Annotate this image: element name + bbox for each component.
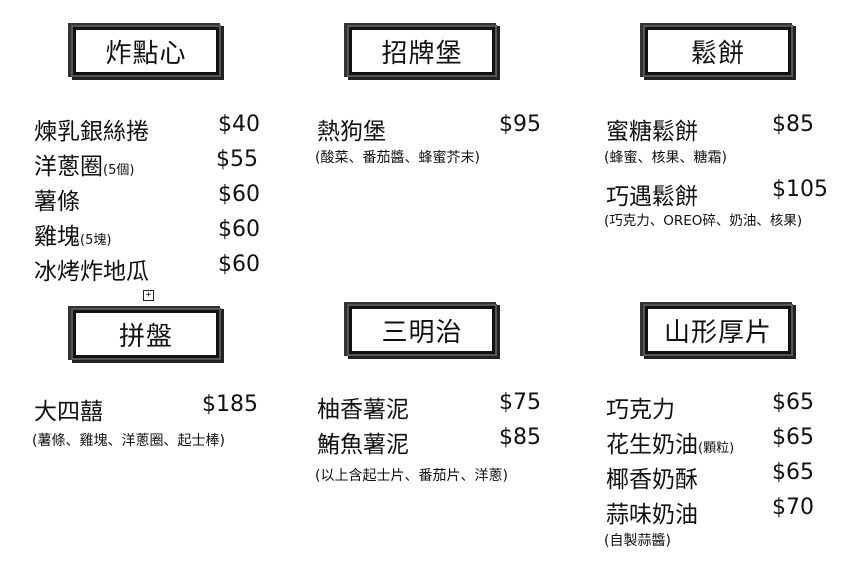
header-platter: 拼盤 xyxy=(73,310,219,358)
section-note: (自製蒜醬) xyxy=(604,533,671,549)
item-count-note: (5塊) xyxy=(80,233,112,248)
item-name: 薯條 xyxy=(34,189,80,215)
item-name: 熱狗堡 xyxy=(317,119,386,145)
item-name: 花生奶油(顆粒) xyxy=(606,432,735,458)
item-price: $70 xyxy=(772,495,814,520)
menu-item: 椰香奶酥 $65 xyxy=(606,460,836,494)
menu-item: 巧遇鬆餅 $105 xyxy=(606,177,841,211)
item-name: 巧克力 xyxy=(606,397,675,423)
menu-item: 鮪魚薯泥 $85 xyxy=(317,425,547,459)
header-burger: 招牌堡 xyxy=(349,27,495,75)
header-burger-title: 招牌堡 xyxy=(381,38,463,69)
item-name: 冰烤炸地瓜 xyxy=(34,259,149,285)
item-description: (巧克力、OREO碎、奶油、核果) xyxy=(604,213,803,229)
item-description: (蜂蜜、核果、糖霜) xyxy=(604,150,727,166)
menu-item: 雞塊(5塊) $60 xyxy=(34,217,264,251)
item-price: $55 xyxy=(216,147,258,172)
item-price: $185 xyxy=(202,392,258,417)
menu-item: 洋蔥圈(5個) $55 xyxy=(34,147,264,181)
menu-item: 熱狗堡 $95 xyxy=(317,112,547,146)
plus-square-icon[interactable]: + xyxy=(143,290,154,301)
menu-item: 煉乳銀絲捲 $40 xyxy=(34,112,264,146)
menu-item: 蜜糖鬆餅 $85 xyxy=(606,112,836,146)
item-price: $65 xyxy=(772,460,814,485)
item-count-note: (顆粒) xyxy=(698,441,735,456)
item-name: 巧遇鬆餅 xyxy=(606,184,698,210)
header-sandwich: 三明治 xyxy=(349,306,495,354)
header-snacks: 炸點心 xyxy=(73,27,219,75)
header-snacks-title: 炸點心 xyxy=(105,38,187,69)
item-name: 雞塊(5塊) xyxy=(34,224,112,250)
item-name: 蒜味奶油 xyxy=(606,502,698,528)
item-price: $40 xyxy=(218,112,260,137)
item-name: 蜜糖鬆餅 xyxy=(606,119,698,145)
menu-item: 柚香薯泥 $75 xyxy=(317,390,547,424)
header-toast-title: 山形厚片 xyxy=(663,317,772,348)
menu-item: 巧克力 $65 xyxy=(606,390,836,424)
item-price: $60 xyxy=(218,182,260,207)
item-price: $105 xyxy=(772,177,828,202)
header-platter-title: 拼盤 xyxy=(118,321,173,352)
item-name: 大四囍 xyxy=(34,399,103,425)
menu-item: 大四囍 $185 xyxy=(34,392,264,426)
item-price: $75 xyxy=(499,390,541,415)
item-description: (酸菜、番茄醬、蜂蜜芥末) xyxy=(315,150,480,166)
item-price: $85 xyxy=(772,112,814,137)
menu-item: 薯條 $60 xyxy=(34,182,264,216)
item-description: (薯條、雞塊、洋蔥圈、起士棒) xyxy=(32,433,225,449)
header-waffle: 鬆餅 xyxy=(645,27,791,75)
item-name: 洋蔥圈(5個) xyxy=(34,154,135,180)
item-price: $95 xyxy=(499,112,541,137)
item-name: 鮪魚薯泥 xyxy=(317,432,409,458)
item-name: 椰香奶酥 xyxy=(606,467,698,493)
item-name: 煉乳銀絲捲 xyxy=(34,119,149,145)
menu-item: 冰烤炸地瓜 $60 xyxy=(34,252,264,286)
item-price: $85 xyxy=(499,425,541,450)
item-price: $60 xyxy=(218,252,260,277)
item-count-note: (5個) xyxy=(103,163,135,178)
section-note: (以上含起士片、番茄片、洋蔥) xyxy=(315,468,508,484)
item-name: 柚香薯泥 xyxy=(317,397,409,423)
menu-item: 蒜味奶油 $70 xyxy=(606,495,836,529)
header-sandwich-title: 三明治 xyxy=(381,317,463,348)
menu-item: 花生奶油(顆粒) $65 xyxy=(606,425,836,459)
header-toast: 山形厚片 xyxy=(645,306,791,354)
header-waffle-title: 鬆餅 xyxy=(690,38,745,69)
item-price: $60 xyxy=(218,217,260,242)
item-price: $65 xyxy=(772,425,814,450)
item-price: $65 xyxy=(772,390,814,415)
